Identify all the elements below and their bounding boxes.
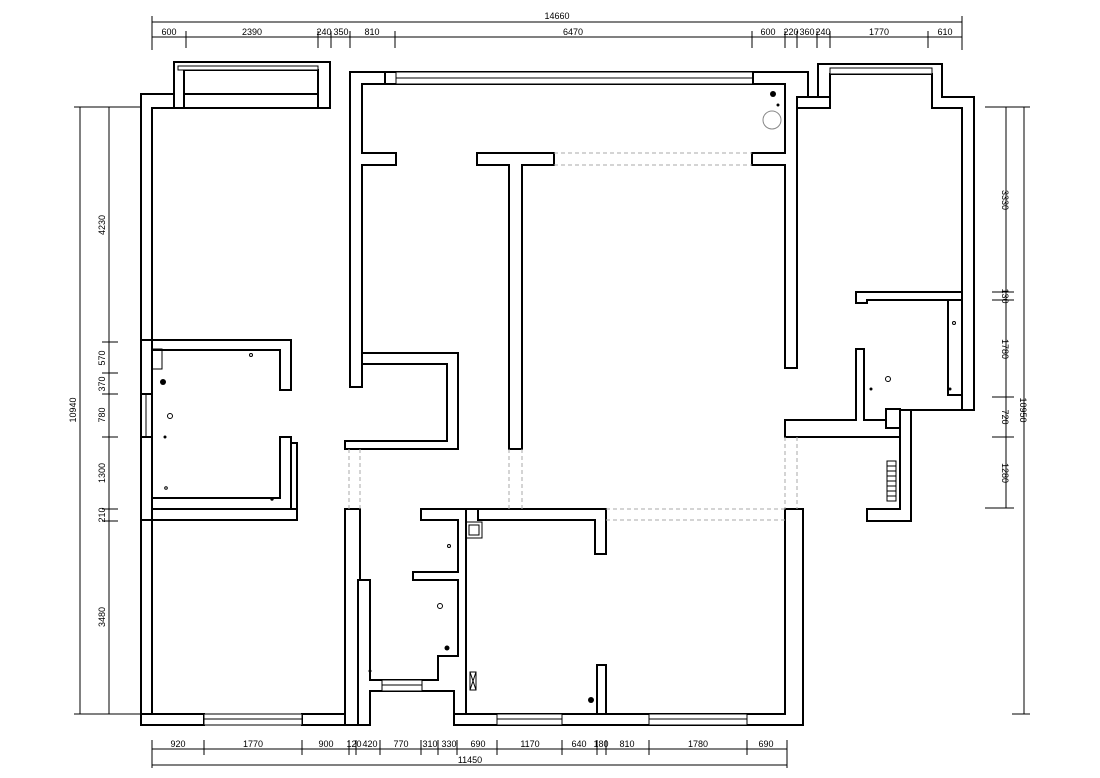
toilet-valve-icon	[447, 544, 451, 548]
right-bath-point-icon	[869, 387, 873, 391]
right-bath-point2-icon	[948, 387, 952, 391]
top-dim-2: 2390	[242, 27, 262, 37]
kitchen-top-wall	[466, 508, 607, 555]
kitchen-drain-icon	[588, 697, 594, 703]
left-bath-outlet-icon	[167, 413, 173, 419]
left-dim-5: 1300	[97, 463, 107, 483]
bottom-dim-12: 180	[593, 739, 608, 749]
top-dim-3: 240	[316, 27, 331, 37]
left-overall-dim: 10940	[68, 397, 78, 422]
right-bath-corner	[885, 408, 901, 429]
kitchen-meter-icon	[469, 671, 477, 691]
left-outer-wall	[140, 93, 331, 341]
right-dim-1: 3330	[1000, 190, 1010, 210]
bottom-dim-1: 920	[170, 739, 185, 749]
floor-drain-icon	[770, 91, 776, 97]
bottom-dim-13: 810	[619, 739, 634, 749]
right-bath-pillar	[947, 299, 963, 396]
top-overall-dim: 14660	[544, 11, 569, 21]
top-dim-11: 1770	[869, 27, 889, 37]
left-outer-wall-lower	[140, 519, 153, 726]
bottom-dim-8: 330	[441, 739, 456, 749]
right-dim-3: 1780	[1000, 339, 1010, 359]
central-t-wall	[476, 152, 555, 450]
left-bath-point-icon	[163, 435, 167, 439]
top-dim-7: 600	[760, 27, 775, 37]
top-dim-5: 810	[364, 27, 379, 37]
walls	[140, 61, 975, 726]
left-dim-7: 3480	[97, 607, 107, 627]
left-dim-1: 4230	[97, 215, 107, 235]
right-balcony-rail	[829, 67, 933, 75]
toilet-walls	[357, 508, 467, 726]
left-balcony-rail	[177, 65, 319, 71]
right-overall-dim: 10950	[1018, 397, 1028, 422]
top-dim-12: 610	[937, 27, 952, 37]
right-dim-5: 1280	[1000, 463, 1010, 483]
right-dim-2: 130	[1000, 288, 1010, 303]
bottom-dim-4: 120	[346, 739, 361, 749]
left-dim-4: 780	[97, 407, 107, 422]
right-dim-4: 720	[1000, 409, 1010, 424]
kitchen-duct-inner	[468, 524, 480, 536]
left-bath-point2-icon	[164, 486, 168, 490]
top-dim-9: 360	[799, 27, 814, 37]
kitchen-divider	[596, 664, 607, 715]
left-dimensions: 10940 4230 570 370 780 1300 210 3480	[68, 106, 148, 715]
left-dim-3: 370	[97, 376, 107, 391]
upper-central-left-wall	[349, 71, 397, 388]
openings	[348, 152, 798, 521]
bottom-dim-3: 900	[318, 739, 333, 749]
bath-right-jamb	[290, 442, 298, 520]
left-dim-6: 210	[97, 507, 107, 522]
bottom-dim-15: 690	[758, 739, 773, 749]
bedroom2-top-wall	[151, 508, 298, 521]
left-dim-2: 570	[97, 350, 107, 365]
toilet-drain-icon	[444, 645, 450, 651]
top-dim-10: 240	[815, 27, 830, 37]
top-dim-4: 350	[333, 27, 348, 37]
kitchen-right-wall	[453, 508, 804, 726]
kitchen-duct	[465, 521, 483, 539]
fixtures	[151, 91, 956, 703]
bottom-dim-2: 1770	[243, 739, 263, 749]
bottom-dim-11: 640	[571, 739, 586, 749]
bath-left-wall	[151, 436, 292, 510]
pipe-icon	[776, 103, 780, 107]
right-bath-outlet-icon	[885, 376, 891, 382]
right-upper-wall	[796, 96, 831, 109]
left-bath-drain-icon	[160, 379, 166, 385]
bottom-dim-5: 420	[362, 739, 377, 749]
bottom-dim-14: 1780	[688, 739, 708, 749]
right-bath-wall	[784, 348, 901, 438]
bottom-dim-10: 1170	[520, 739, 539, 749]
bottom-left-wall	[140, 713, 205, 726]
right-bedroom-bottom-wall	[855, 291, 963, 304]
bedroom1-bottom-wall	[151, 339, 292, 391]
right-dimensions: 3330 130 1780 720 1280 10950	[985, 106, 1030, 715]
top-dim-1: 600	[161, 27, 176, 37]
top-dim-8: 220	[783, 27, 798, 37]
bottom-dim-6: 770	[393, 739, 408, 749]
bottom-dim-7: 310	[422, 739, 437, 749]
toilet-outlet-icon	[437, 603, 443, 609]
bottom-overall-dim: 11450	[458, 755, 482, 765]
right-bath-valve-icon	[952, 321, 956, 325]
top-dim-6: 6470	[563, 27, 583, 37]
riser-pipe-icon	[762, 110, 782, 130]
top-dimensions: 14660 600 2390 240 350 810 6470 600 220 …	[151, 11, 963, 50]
left-bath-point3-icon	[270, 497, 274, 501]
bottom-dimensions: 920 1770 900 120 420 770 310 330 690 117…	[151, 739, 788, 768]
storage-room-wall	[344, 352, 459, 450]
bottom-dim-9: 690	[470, 739, 485, 749]
left-bath-duct	[151, 348, 163, 370]
toilet-point-icon	[368, 669, 372, 673]
left-bath-valve-icon	[249, 353, 253, 357]
